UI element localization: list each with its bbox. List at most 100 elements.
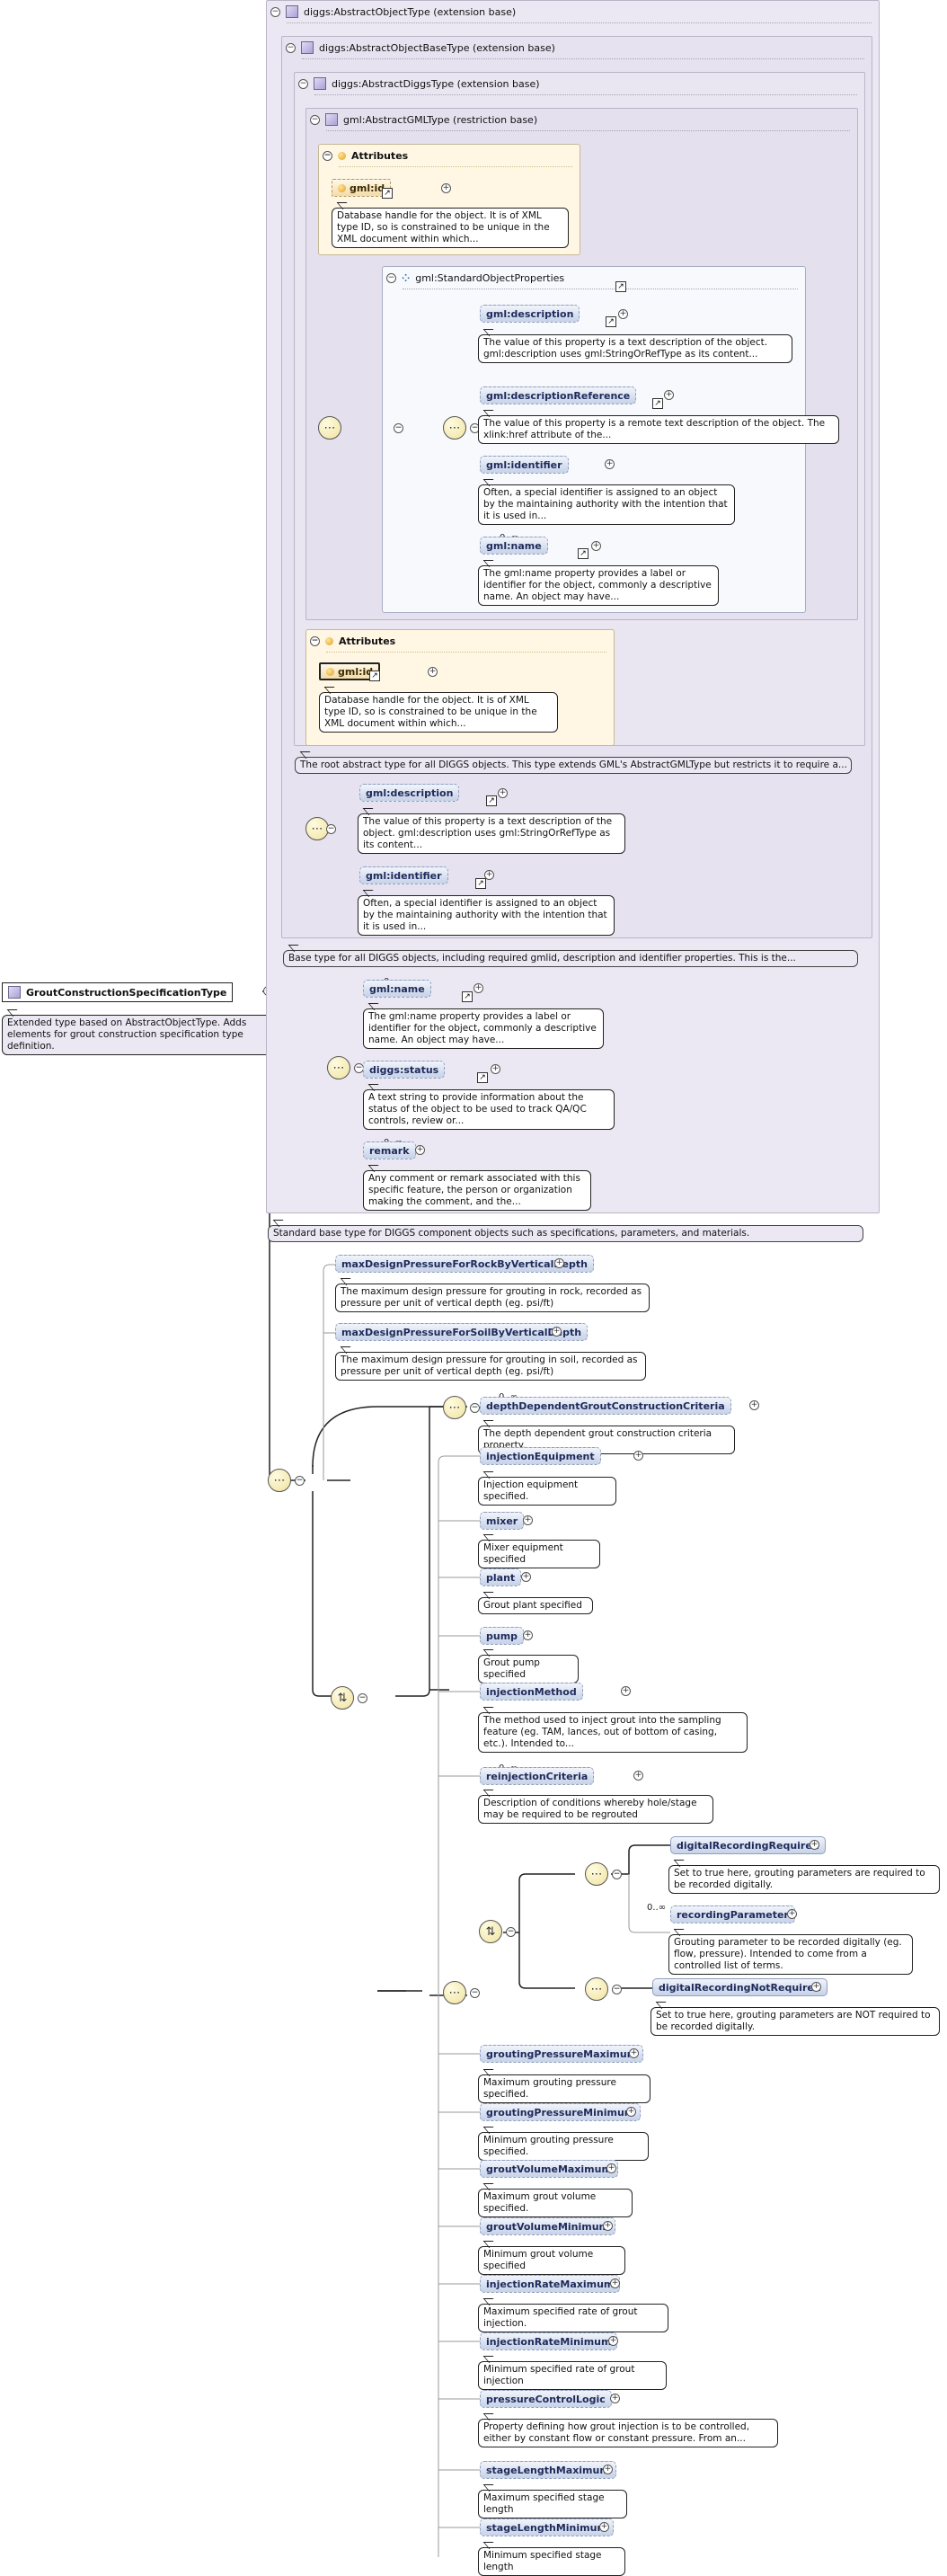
element-mixer[interactable]: mixer: [480, 1512, 525, 1530]
reference-link-icon[interactable]: ↗: [615, 281, 626, 292]
expand-toggle[interactable]: +: [810, 1840, 819, 1850]
expand-toggle[interactable]: +: [498, 788, 508, 798]
element-recording-parameter[interactable]: recordingParameter: [670, 1905, 795, 1923]
expand-toggle[interactable]: +: [552, 1327, 562, 1337]
expand-toggle[interactable]: +: [521, 1572, 531, 1582]
element-injection-rate-minimum[interactable]: injectionRateMinimum: [480, 2332, 618, 2350]
reference-link-icon[interactable]: ↗: [382, 188, 393, 199]
reference-link-icon[interactable]: ↗: [477, 1072, 488, 1083]
expand-toggle[interactable]: +: [523, 1630, 533, 1640]
element-plant[interactable]: plant: [480, 1568, 522, 1586]
element-diggs-status[interactable]: diggs:status: [363, 1061, 446, 1079]
element-gml-identifier[interactable]: gml:identifier: [480, 456, 569, 474]
reference-link-icon[interactable]: ↗: [475, 878, 486, 889]
expand-toggle[interactable]: +: [554, 1258, 564, 1268]
element-gml-name[interactable]: gml:name: [363, 980, 431, 998]
attribute-gml-id[interactable]: gml:id: [332, 179, 392, 197]
expand-toggle[interactable]: +: [474, 983, 483, 993]
group-header: − diggs:AbstractDiggsType (extension bas…: [298, 76, 540, 92]
expand-toggle[interactable]: +: [599, 2522, 609, 2532]
group-header: − diggs:AbstractObjectType (extension ba…: [270, 4, 516, 20]
sequence-compositor-icon: ⋯: [268, 1469, 291, 1492]
expand-toggle[interactable]: +: [664, 390, 674, 400]
element-grout-volume-minimum[interactable]: groutVolumeMinimum: [480, 2217, 616, 2235]
expand-toggle[interactable]: +: [605, 459, 615, 469]
element-grout-volume-maximum[interactable]: groutVolumeMaximum: [480, 2160, 618, 2178]
collapse-toggle[interactable]: −: [470, 1403, 480, 1413]
attribute-gml-id[interactable]: gml:id: [319, 662, 381, 680]
reference-link-icon[interactable]: ↗: [578, 548, 589, 559]
collapse-toggle[interactable]: −: [470, 1988, 480, 1998]
collapse-toggle[interactable]: −: [506, 1927, 516, 1937]
collapse-toggle[interactable]: −: [394, 423, 403, 433]
reference-link-icon[interactable]: ↗: [462, 991, 473, 1002]
element-max-design-pressure-rock[interactable]: maxDesignPressureForRockByVerticalDepth: [335, 1255, 594, 1273]
element-remark[interactable]: remark: [363, 1141, 416, 1159]
expand-toggle[interactable]: +: [610, 2278, 620, 2288]
collapse-toggle[interactable]: −: [298, 78, 308, 89]
element-reinjection-criteria[interactable]: reinjectionCriteria: [480, 1767, 595, 1785]
element-digital-recording-not-required[interactable]: digitalRecordingNotRequired: [652, 1978, 828, 1996]
element-grouting-pressure-minimum[interactable]: groutingPressureMinimum: [480, 2103, 642, 2121]
expand-toggle[interactable]: +: [606, 2163, 616, 2173]
expand-toggle[interactable]: +: [618, 309, 628, 319]
expand-toggle[interactable]: +: [603, 2221, 613, 2231]
group-title: gml:AbstractGMLType (restriction base): [343, 113, 538, 126]
element-max-design-pressure-soil[interactable]: maxDesignPressureForSoilByVerticalDepth: [335, 1323, 589, 1341]
element-gml-description[interactable]: gml:description: [359, 784, 460, 802]
element-doc: Minimum specified rate of grout injectio…: [478, 2361, 667, 2390]
collapse-toggle[interactable]: −: [358, 1693, 367, 1703]
expand-toggle[interactable]: +: [633, 1451, 643, 1461]
element-grouting-pressure-maximum[interactable]: groutingPressureMaximum: [480, 2045, 644, 2063]
element-pressure-control-logic[interactable]: pressureControlLogic: [480, 2390, 612, 2408]
collapse-toggle[interactable]: −: [310, 635, 320, 646]
expand-toggle[interactable]: +: [629, 2048, 639, 2058]
element-gml-name[interactable]: gml:name: [480, 537, 548, 555]
expand-toggle[interactable]: +: [608, 2336, 618, 2346]
expand-toggle[interactable]: +: [428, 667, 438, 677]
collapse-toggle[interactable]: −: [612, 1985, 622, 1994]
expand-toggle[interactable]: +: [415, 1145, 425, 1155]
element-injection-rate-maximum[interactable]: injectionRateMaximum: [480, 2275, 621, 2293]
element-gml-description-reference[interactable]: gml:descriptionReference: [480, 386, 637, 404]
element-stage-length-minimum[interactable]: stageLengthMinimum: [480, 2518, 614, 2536]
expand-toggle[interactable]: +: [787, 1909, 797, 1919]
collapse-toggle[interactable]: −: [386, 272, 396, 283]
element-pump[interactable]: pump: [480, 1627, 525, 1645]
collapse-toggle[interactable]: −: [326, 824, 336, 834]
collapse-toggle[interactable]: −: [295, 1476, 305, 1486]
element-stage-length-maximum[interactable]: stageLengthMaximum: [480, 2461, 616, 2479]
expand-toggle[interactable]: +: [633, 1771, 643, 1781]
element-digital-recording-required[interactable]: digitalRecordingRequired: [670, 1836, 826, 1854]
reference-link-icon[interactable]: ↗: [606, 316, 616, 327]
expand-toggle[interactable]: +: [749, 1400, 759, 1410]
collapse-toggle[interactable]: −: [286, 42, 296, 53]
collapse-toggle[interactable]: −: [310, 114, 320, 125]
collapse-toggle[interactable]: −: [612, 1870, 622, 1879]
collapse-toggle[interactable]: −: [270, 6, 280, 17]
expand-toggle[interactable]: +: [523, 1515, 533, 1525]
element-doc: Mixer equipment specified: [478, 1540, 600, 1568]
expand-toggle[interactable]: +: [811, 1982, 821, 1992]
expand-toggle[interactable]: +: [591, 541, 601, 551]
expand-toggle[interactable]: +: [610, 2394, 620, 2403]
expand-toggle[interactable]: +: [603, 2465, 613, 2474]
element-injection-equipment[interactable]: injectionEquipment: [480, 1447, 601, 1465]
collapse-toggle[interactable]: −: [323, 150, 332, 161]
reference-link-icon[interactable]: ↗: [652, 398, 663, 409]
expand-toggle[interactable]: +: [491, 1064, 500, 1074]
expand-toggle[interactable]: +: [484, 870, 494, 880]
element-gml-description[interactable]: gml:description: [480, 305, 580, 323]
reference-link-icon[interactable]: ↗: [486, 795, 497, 806]
group-header: − ⁘ gml:StandardObjectProperties: [386, 270, 564, 286]
element-injection-method[interactable]: injectionMethod: [480, 1683, 583, 1701]
sequence-compositor-icon: ⋯: [443, 1396, 466, 1419]
expand-toggle[interactable]: +: [621, 1686, 631, 1696]
element-depth-dependent-criteria[interactable]: depthDependentGroutConstructionCriteria: [480, 1397, 731, 1415]
element-gml-identifier[interactable]: gml:identifier: [359, 866, 448, 884]
element-doc: Description of conditions whereby hole/s…: [478, 1795, 713, 1824]
root-type[interactable]: GroutConstructionSpecificationType: [2, 982, 234, 1002]
expand-toggle[interactable]: +: [626, 2107, 636, 2117]
expand-toggle[interactable]: +: [441, 183, 451, 193]
reference-link-icon[interactable]: ↗: [369, 671, 380, 681]
